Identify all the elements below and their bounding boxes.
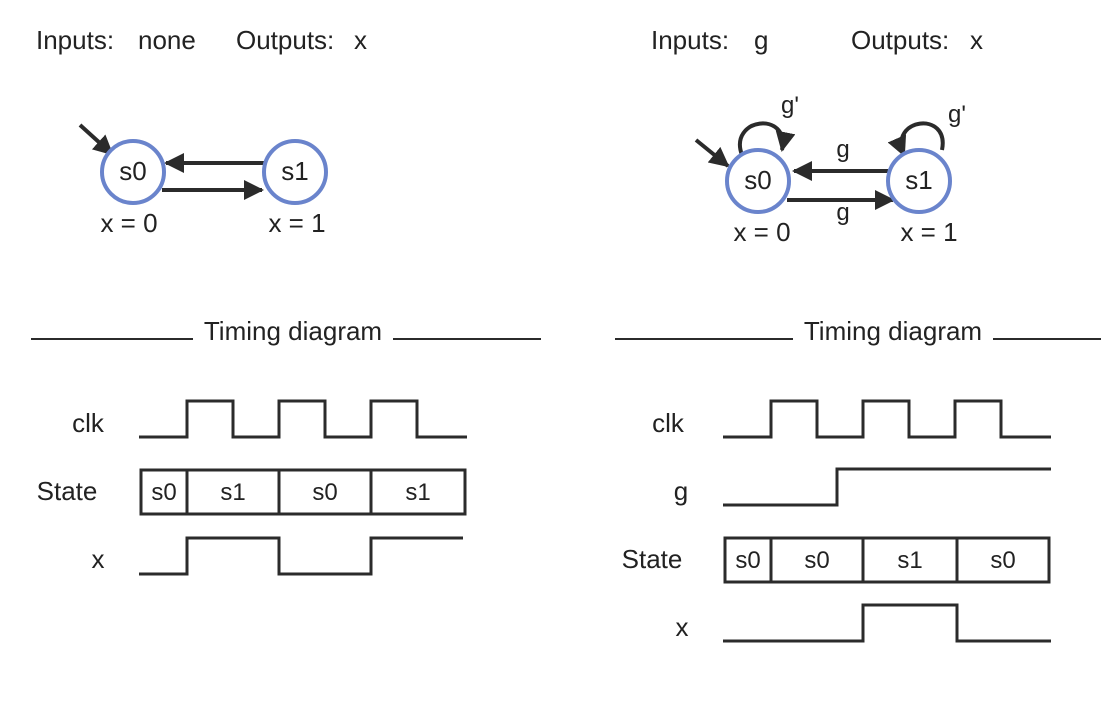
left-state-cell: s1 xyxy=(220,479,245,506)
right-state-s0-label: s0 xyxy=(744,165,771,195)
left-state-s0-label: s0 xyxy=(119,156,146,186)
left-x-waveform xyxy=(139,536,463,576)
right-self-loop-s1 xyxy=(887,121,945,157)
right-state-s0-circle xyxy=(725,148,791,214)
right-signal-clk-label: clk xyxy=(652,408,685,438)
right-clk-waveform xyxy=(723,399,1051,439)
right-self-loop-s0-label: g' xyxy=(781,92,799,119)
right-panel: Inputs: g Outputs: x g' g' g g s0 x = 0 … xyxy=(615,25,1101,643)
right-self-loop-s0 xyxy=(738,121,796,156)
right-outputs-label: Outputs: xyxy=(851,25,949,55)
left-panel: Inputs: none Outputs: x s0 x = 0 s1 x = … xyxy=(31,25,541,576)
left-state-machine: s0 x = 0 s1 x = 1 xyxy=(78,123,328,238)
right-timing-title: Timing diagram xyxy=(804,316,982,346)
right-timing-title-row: Timing diagram xyxy=(615,316,1101,346)
left-signal-clk-label: clk xyxy=(72,408,105,438)
left-inputs-value: none xyxy=(138,25,196,55)
left-state-cell: s0 xyxy=(312,479,337,506)
right-state-s0-output: x = 0 xyxy=(733,217,790,247)
right-arrow-s1-to-s0-label: g xyxy=(836,136,849,163)
left-state-s0-output: x = 0 xyxy=(100,208,157,238)
left-timing-diagram: clk State s0 s1 s0 s1 x xyxy=(37,399,467,576)
right-arrow-s0-to-s1-label: g xyxy=(836,199,849,226)
left-state-cell: s0 xyxy=(151,479,176,506)
left-outputs-label: Outputs: xyxy=(236,25,334,55)
left-signal-state-label: State xyxy=(37,476,98,506)
right-state-s1-circle xyxy=(886,148,952,214)
left-timing-title-row: Timing diagram xyxy=(31,316,541,346)
right-x-waveform xyxy=(723,603,1051,643)
right-outputs-value: x xyxy=(970,25,983,55)
left-timing-title: Timing diagram xyxy=(204,316,382,346)
right-state-s1-output: x = 1 xyxy=(900,217,957,247)
right-g-waveform xyxy=(723,467,1051,507)
right-state-cell: s0 xyxy=(804,547,829,574)
left-state-s1-output: x = 1 xyxy=(268,208,325,238)
right-inputs-value: g xyxy=(754,25,768,55)
left-initial-arrow xyxy=(78,123,114,156)
left-state-s1-label: s1 xyxy=(281,156,308,186)
right-io-header: Inputs: g Outputs: x xyxy=(651,25,983,55)
right-signal-x-label: x xyxy=(676,612,689,642)
right-state-cell: s0 xyxy=(735,547,760,574)
left-outputs-value: x xyxy=(354,25,367,55)
right-signal-g-label: g xyxy=(674,476,688,506)
left-state-bus xyxy=(139,468,467,516)
right-state-s1-label: s1 xyxy=(905,165,932,195)
left-state-s0-circle xyxy=(100,139,166,205)
right-inputs-label: Inputs: xyxy=(651,25,729,55)
right-state-machine: g' g' g g s0 x = 0 s1 x = 1 xyxy=(694,92,966,247)
left-state-cell: s1 xyxy=(405,479,430,506)
left-clk-waveform xyxy=(139,399,467,439)
right-self-loop-s1-label: g' xyxy=(948,101,966,128)
left-state-s1-circle xyxy=(262,139,328,205)
right-signal-state-label: State xyxy=(622,544,683,574)
right-state-cell: s0 xyxy=(990,547,1015,574)
right-state-cell: s1 xyxy=(897,547,922,574)
left-signal-x-label: x xyxy=(92,544,105,574)
left-inputs-label: Inputs: xyxy=(36,25,114,55)
right-timing-diagram: clk g State s0 s0 s1 s0 x xyxy=(622,399,1051,643)
right-initial-arrow xyxy=(694,138,730,168)
right-state-bus xyxy=(723,536,1051,584)
left-io-header: Inputs: none Outputs: x xyxy=(36,25,367,55)
